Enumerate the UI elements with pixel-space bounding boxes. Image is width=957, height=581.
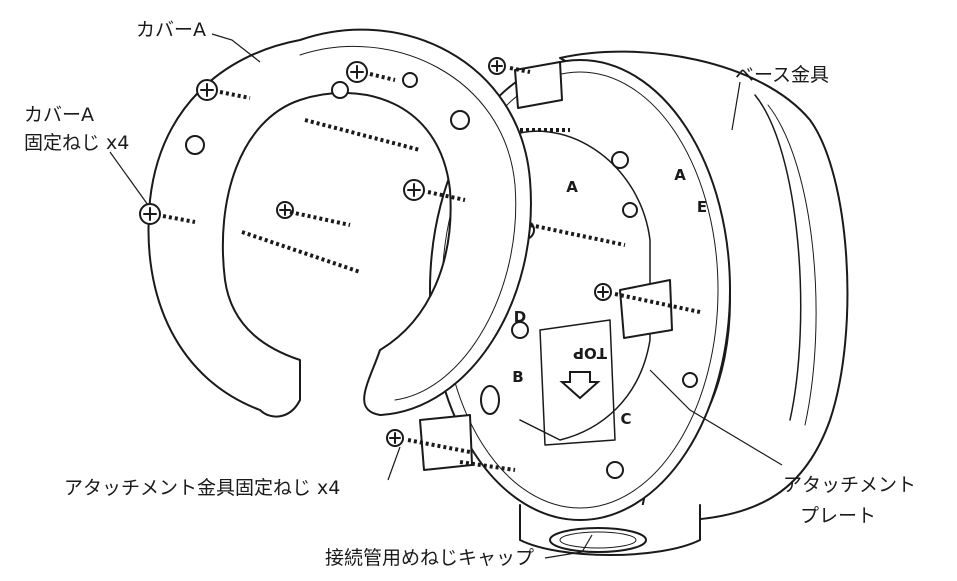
label-attachment-screws: アタッチメント金具固定ねじ x4	[64, 477, 341, 499]
plate-mark-a1: A	[566, 178, 578, 196]
label-attachment-plate-line1: アタッチメント	[783, 474, 917, 496]
plate-mark-d: D	[514, 308, 526, 326]
plate-mark-top: TOP	[573, 344, 607, 362]
attachment-screw-4	[386, 429, 404, 447]
plate-mark-e: E	[697, 198, 707, 216]
attachment-screw-2	[276, 201, 294, 219]
cover-a	[147, 28, 532, 418]
attachment-screw-1	[488, 57, 506, 75]
cover-a-screw-1	[196, 79, 218, 101]
label-cover-a-screws-line1: カバーA	[24, 104, 94, 126]
leader-lines	[109, 33, 783, 559]
plate-mark-b: B	[512, 368, 523, 386]
top-arrow-icon	[559, 371, 601, 400]
assembly-guide-lines	[162, 66, 701, 472]
label-cover-a: カバーA	[136, 19, 206, 41]
plate-mark-a2: A	[674, 166, 686, 184]
attachment-screw-3	[594, 283, 612, 301]
plate-mark-c: C	[620, 410, 631, 428]
cover-a-screw-4	[403, 179, 425, 201]
cover-a-screw-2	[346, 61, 368, 83]
label-base-bracket: ベース金具	[735, 64, 830, 86]
label-cover-a-screws-line2: 固定ねじ x4	[24, 132, 130, 154]
label-attachment-plate-line2: プレート	[800, 505, 877, 527]
label-conduit-cap: 接続管用めねじキャップ	[325, 547, 535, 569]
cover-a-screw-3	[139, 203, 161, 225]
